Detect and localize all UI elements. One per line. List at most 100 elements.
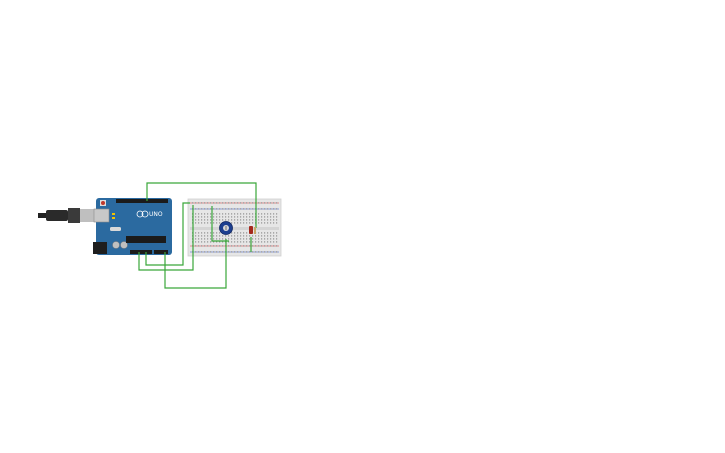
breadboard-hole[interactable] bbox=[243, 238, 245, 240]
breadboard-hole[interactable] bbox=[207, 251, 209, 253]
breadboard-hole[interactable] bbox=[246, 235, 248, 237]
breadboard-hole[interactable] bbox=[264, 222, 266, 224]
breadboard-hole[interactable] bbox=[240, 216, 242, 218]
breadboard-hole[interactable] bbox=[246, 219, 248, 221]
wires[interactable] bbox=[138, 182, 257, 289]
breadboard-hole[interactable] bbox=[249, 222, 251, 224]
breadboard-hole[interactable] bbox=[273, 213, 275, 215]
breadboard-hole[interactable] bbox=[276, 232, 278, 234]
breadboard-hole[interactable] bbox=[273, 238, 275, 240]
breadboard-hole[interactable] bbox=[243, 216, 245, 218]
breadboard-hole[interactable] bbox=[270, 245, 272, 247]
breadboard-hole[interactable] bbox=[240, 202, 242, 204]
breadboard-hole[interactable] bbox=[261, 213, 263, 215]
breadboard-hole[interactable] bbox=[210, 241, 212, 243]
breadboard-hole[interactable] bbox=[198, 232, 200, 234]
breadboard-hole[interactable] bbox=[270, 219, 272, 221]
breadboard-hole[interactable] bbox=[249, 251, 251, 253]
breadboard-hole[interactable] bbox=[225, 235, 227, 237]
breadboard-hole[interactable] bbox=[243, 241, 245, 243]
breadboard-hole[interactable] bbox=[207, 202, 209, 204]
breadboard-hole[interactable] bbox=[213, 241, 215, 243]
breadboard-hole[interactable] bbox=[222, 251, 224, 253]
breadboard-hole[interactable] bbox=[213, 251, 215, 253]
breadboard-hole[interactable] bbox=[234, 251, 236, 253]
breadboard-hole[interactable] bbox=[216, 216, 218, 218]
breadboard-hole[interactable] bbox=[258, 222, 260, 224]
breadboard-hole[interactable] bbox=[219, 222, 221, 224]
breadboard-hole[interactable] bbox=[264, 235, 266, 237]
breadboard-hole[interactable] bbox=[237, 232, 239, 234]
breadboard-hole[interactable] bbox=[276, 222, 278, 224]
breadboard-hole[interactable] bbox=[261, 238, 263, 240]
breadboard-hole[interactable] bbox=[204, 202, 206, 204]
breadboard-hole[interactable] bbox=[216, 232, 218, 234]
led-red[interactable] bbox=[249, 226, 253, 234]
breadboard-hole[interactable] bbox=[237, 219, 239, 221]
breadboard-hole[interactable] bbox=[264, 216, 266, 218]
breadboard-hole[interactable] bbox=[273, 251, 275, 253]
breadboard-hole[interactable] bbox=[252, 238, 254, 240]
breadboard-hole[interactable] bbox=[195, 241, 197, 243]
breadboard-hole[interactable] bbox=[195, 245, 197, 247]
breadboard-hole[interactable] bbox=[216, 238, 218, 240]
breadboard-hole[interactable] bbox=[264, 241, 266, 243]
breadboard-hole[interactable] bbox=[204, 213, 206, 215]
breadboard-hole[interactable] bbox=[228, 213, 230, 215]
breadboard-hole[interactable] bbox=[231, 245, 233, 247]
breadboard-hole[interactable] bbox=[264, 213, 266, 215]
breadboard-hole[interactable] bbox=[240, 235, 242, 237]
breadboard-hole[interactable] bbox=[213, 245, 215, 247]
breadboard-hole[interactable] bbox=[219, 241, 221, 243]
breadboard-hole[interactable] bbox=[222, 216, 224, 218]
breadboard-hole[interactable] bbox=[273, 216, 275, 218]
breadboard-hole[interactable] bbox=[252, 219, 254, 221]
breadboard-hole[interactable] bbox=[204, 208, 206, 210]
breadboard-hole[interactable] bbox=[225, 219, 227, 221]
breadboard-hole[interactable] bbox=[261, 232, 263, 234]
breadboard-hole[interactable] bbox=[201, 219, 203, 221]
breadboard-hole[interactable] bbox=[267, 213, 269, 215]
breadboard-hole[interactable] bbox=[228, 245, 230, 247]
breadboard-hole[interactable] bbox=[267, 216, 269, 218]
breadboard-hole[interactable] bbox=[237, 216, 239, 218]
breadboard-hole[interactable] bbox=[270, 216, 272, 218]
breadboard-hole[interactable] bbox=[240, 219, 242, 221]
breadboard-hole[interactable] bbox=[261, 208, 263, 210]
breadboard-hole[interactable] bbox=[216, 208, 218, 210]
breadboard-hole[interactable] bbox=[210, 222, 212, 224]
breadboard-hole[interactable] bbox=[276, 216, 278, 218]
breadboard-hole[interactable] bbox=[201, 208, 203, 210]
breadboard-hole[interactable] bbox=[207, 222, 209, 224]
breadboard-hole[interactable] bbox=[231, 238, 233, 240]
breadboard-hole[interactable] bbox=[237, 202, 239, 204]
breadboard-hole[interactable] bbox=[219, 216, 221, 218]
breadboard-hole[interactable] bbox=[216, 235, 218, 237]
breadboard-hole[interactable] bbox=[258, 213, 260, 215]
breadboard-hole[interactable] bbox=[270, 202, 272, 204]
breadboard-hole[interactable] bbox=[249, 238, 251, 240]
breadboard-hole[interactable] bbox=[240, 241, 242, 243]
breadboard-hole[interactable] bbox=[267, 238, 269, 240]
breadboard-hole[interactable] bbox=[267, 245, 269, 247]
breadboard-hole[interactable] bbox=[270, 213, 272, 215]
breadboard-hole[interactable] bbox=[222, 202, 224, 204]
breadboard-hole[interactable] bbox=[243, 232, 245, 234]
breadboard-hole[interactable] bbox=[252, 216, 254, 218]
breadboard-hole[interactable] bbox=[228, 238, 230, 240]
breadboard-hole[interactable] bbox=[273, 222, 275, 224]
breadboard-hole[interactable] bbox=[255, 238, 257, 240]
breadboard-hole[interactable] bbox=[225, 202, 227, 204]
breadboard-hole[interactable] bbox=[201, 202, 203, 204]
breadboard-hole[interactable] bbox=[234, 208, 236, 210]
breadboard-hole[interactable] bbox=[231, 213, 233, 215]
breadboard-hole[interactable] bbox=[249, 219, 251, 221]
breadboard-hole[interactable] bbox=[243, 235, 245, 237]
breadboard-hole[interactable] bbox=[198, 241, 200, 243]
wire-pot-ground[interactable] bbox=[211, 206, 229, 242]
breadboard-hole[interactable] bbox=[249, 245, 251, 247]
breadboard-hole[interactable] bbox=[234, 222, 236, 224]
breadboard-hole[interactable] bbox=[228, 219, 230, 221]
breadboard-hole[interactable] bbox=[225, 238, 227, 240]
